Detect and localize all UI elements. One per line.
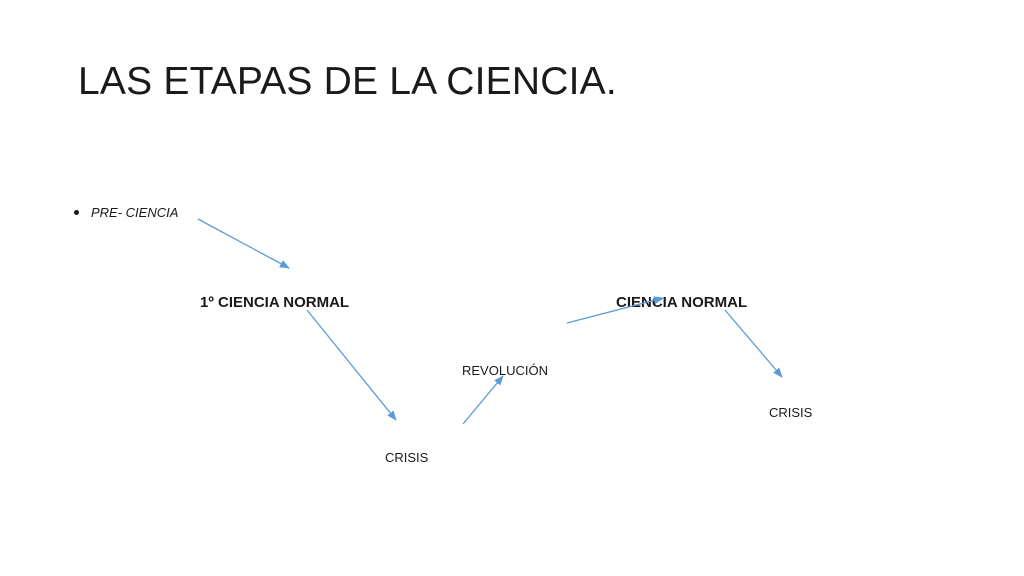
bullet-label: PRE- CIENCIA — [91, 205, 179, 220]
node-crisis-2: CRISIS — [769, 405, 813, 420]
node-ciencia-normal-1: 1º CIENCIA NORMAL — [200, 294, 350, 311]
arrow-crisis1-to-revolucion — [462, 375, 504, 425]
node-ciencia-normal-2: CIENCIA NORMAL — [616, 294, 748, 311]
bullet-dot-icon — [74, 210, 79, 216]
node-crisis-1: CRISIS — [385, 450, 429, 465]
bullet-pre-ciencia: PRE- CIENCIA — [74, 205, 178, 220]
arrow-normal1-to-crisis1 — [306, 309, 397, 421]
arrow-normal2-to-crisis2 — [724, 309, 783, 378]
node-revolucion: REVOLUCIÓN — [462, 363, 548, 378]
slide-title: LAS ETAPAS DE LA CIENCIA. — [78, 60, 617, 103]
arrow-preciencia-to-normal1 — [197, 218, 290, 269]
